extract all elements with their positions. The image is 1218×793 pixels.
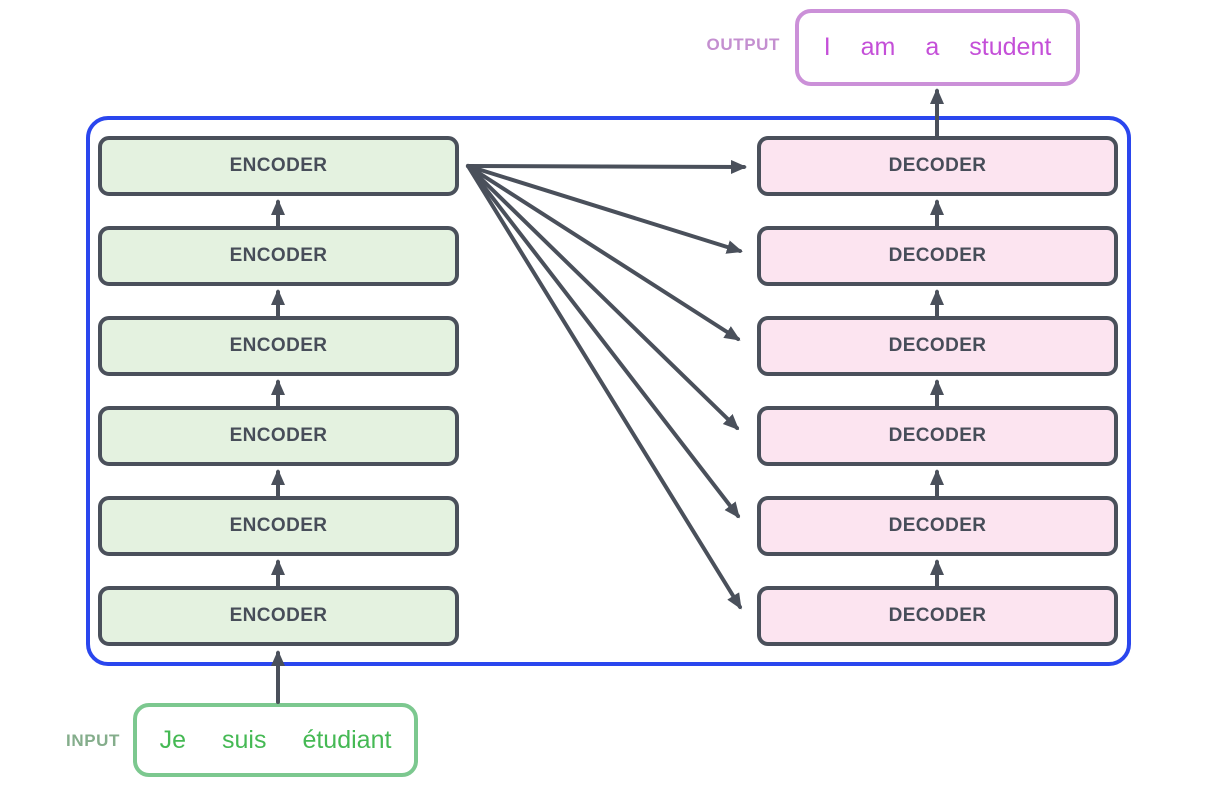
decoder-box-3: DECODER [757, 406, 1118, 466]
encoder-label: ENCODER [229, 605, 328, 626]
output-label: OUTPUT [706, 35, 780, 54]
output-word: I [823, 33, 831, 61]
decoder-label: DECODER [888, 335, 987, 356]
encoder-box-6: ENCODER [98, 136, 459, 196]
encoder-box-3: ENCODER [98, 406, 459, 466]
encoder-label: ENCODER [229, 515, 328, 536]
output-sentence-box: I am a student [795, 9, 1080, 86]
encoder-label: ENCODER [229, 245, 328, 266]
input-word: Je [159, 725, 186, 754]
decoder-box-2: DECODER [757, 496, 1118, 556]
decoder-box-6: DECODER [757, 136, 1118, 196]
encoder-label: ENCODER [229, 335, 328, 356]
encoder-box-2: ENCODER [98, 496, 459, 556]
input-word: suis [221, 725, 267, 754]
output-word: am [860, 33, 896, 61]
decoder-label: DECODER [888, 155, 987, 176]
output-word: a [925, 33, 940, 61]
encoder-decoder-container [86, 116, 1131, 666]
decoder-box-4: DECODER [757, 316, 1118, 376]
decoder-label: DECODER [888, 425, 987, 446]
decoder-box-5: DECODER [757, 226, 1118, 286]
decoder-label: DECODER [888, 605, 987, 626]
decoder-label: DECODER [888, 245, 987, 266]
decoder-box-1: DECODER [757, 586, 1118, 646]
input-word: étudiant [302, 725, 392, 754]
encoder-box-4: ENCODER [98, 316, 459, 376]
input-sentence-box: Je suis étudiant [133, 703, 418, 777]
encoder-box-5: ENCODER [98, 226, 459, 286]
output-word: student [969, 33, 1052, 61]
input-label: INPUT [66, 731, 120, 750]
encoder-label: ENCODER [229, 155, 328, 176]
decoder-label: DECODER [888, 515, 987, 536]
encoder-box-1: ENCODER [98, 586, 459, 646]
encoder-label: ENCODER [229, 425, 328, 446]
